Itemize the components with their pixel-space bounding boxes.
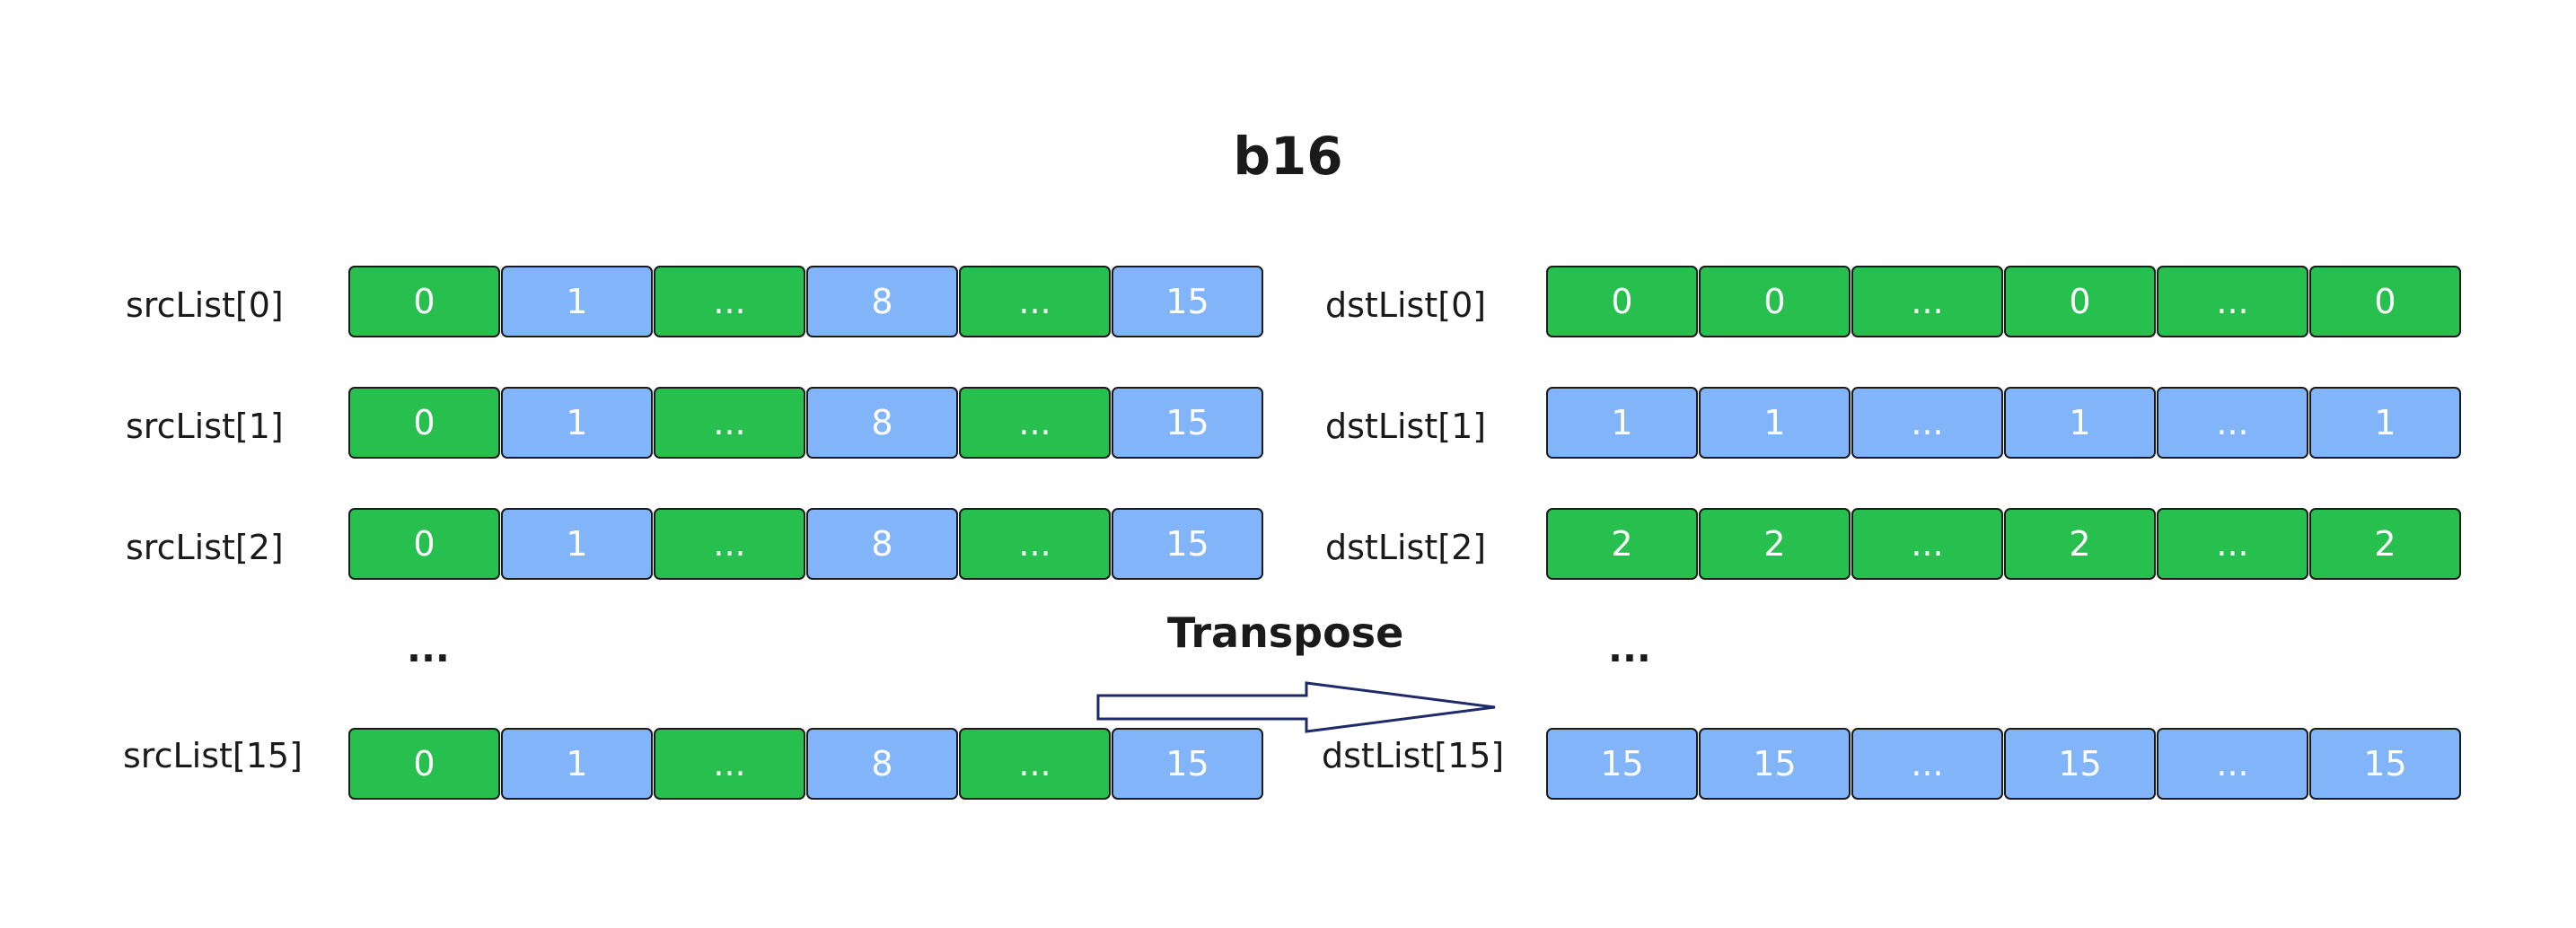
dst-ellipsis: ... bbox=[1608, 626, 1651, 670]
src-cell: 1 bbox=[501, 387, 653, 459]
src-cell: ... bbox=[654, 728, 805, 800]
src-cell: ... bbox=[959, 387, 1111, 459]
dst-cell: 15 bbox=[2004, 728, 2156, 800]
dst-cell: ... bbox=[1851, 728, 2003, 800]
src-cell: ... bbox=[654, 266, 805, 337]
src-row-label-1: srcList[1] bbox=[126, 407, 284, 446]
src-cell: 8 bbox=[806, 266, 958, 337]
dst-cell: ... bbox=[2157, 387, 2308, 459]
dst-cell: 0 bbox=[2004, 266, 2156, 337]
src-row-label-15: srcList[15] bbox=[123, 736, 303, 775]
src-cell: ... bbox=[959, 728, 1111, 800]
src-cell: 1 bbox=[501, 266, 653, 337]
dst-cell: 1 bbox=[2004, 387, 2156, 459]
src-row-label-2: srcList[2] bbox=[126, 528, 284, 567]
dst-cell: 2 bbox=[2309, 508, 2461, 580]
src-cell: ... bbox=[959, 508, 1111, 580]
dst-row-label-2: dstList[2] bbox=[1325, 528, 1487, 567]
dst-cell: 1 bbox=[1699, 387, 1851, 459]
dst-cell: ... bbox=[1851, 508, 2003, 580]
dst-cell: 2 bbox=[2004, 508, 2156, 580]
src-cell: 0 bbox=[348, 387, 500, 459]
diagram-title: b16 bbox=[1233, 126, 1343, 187]
dst-row-label-15: dstList[15] bbox=[1322, 736, 1505, 775]
src-cell: 8 bbox=[806, 728, 958, 800]
src-cell: 15 bbox=[1112, 728, 1263, 800]
dst-cell: ... bbox=[1851, 387, 2003, 459]
dst-cell: 15 bbox=[1546, 728, 1698, 800]
dst-cell: 2 bbox=[1699, 508, 1851, 580]
transpose-label: Transpose bbox=[1167, 608, 1404, 657]
dst-cell: ... bbox=[2157, 266, 2308, 337]
dst-cell: 1 bbox=[2309, 387, 2461, 459]
src-cell: 1 bbox=[501, 728, 653, 800]
dst-cell: ... bbox=[1851, 266, 2003, 337]
dst-cell: 0 bbox=[2309, 266, 2461, 337]
src-cell: 0 bbox=[348, 508, 500, 580]
dst-cell: 2 bbox=[1546, 508, 1698, 580]
src-cell: ... bbox=[654, 387, 805, 459]
dst-cell: 15 bbox=[1699, 728, 1851, 800]
src-cell: 8 bbox=[806, 387, 958, 459]
dst-cell: 0 bbox=[1546, 266, 1698, 337]
src-cell: 15 bbox=[1112, 387, 1263, 459]
src-ellipsis: ... bbox=[407, 626, 450, 670]
dst-cell: 15 bbox=[2309, 728, 2461, 800]
src-row-label-0: srcList[0] bbox=[126, 285, 284, 325]
dst-cell: 0 bbox=[1699, 266, 1851, 337]
src-cell: 15 bbox=[1112, 508, 1263, 580]
dst-row-label-0: dstList[0] bbox=[1325, 285, 1487, 325]
src-cell: ... bbox=[959, 266, 1111, 337]
src-cell: ... bbox=[654, 508, 805, 580]
src-cell: 1 bbox=[501, 508, 653, 580]
dst-cell: 1 bbox=[1546, 387, 1698, 459]
src-cell: 15 bbox=[1112, 266, 1263, 337]
dst-row-label-1: dstList[1] bbox=[1325, 407, 1487, 446]
src-cell: 8 bbox=[806, 508, 958, 580]
transpose-arrow-icon bbox=[1096, 681, 1496, 733]
dst-cell: ... bbox=[2157, 728, 2308, 800]
src-cell: 0 bbox=[348, 266, 500, 337]
dst-cell: ... bbox=[2157, 508, 2308, 580]
src-cell: 0 bbox=[348, 728, 500, 800]
